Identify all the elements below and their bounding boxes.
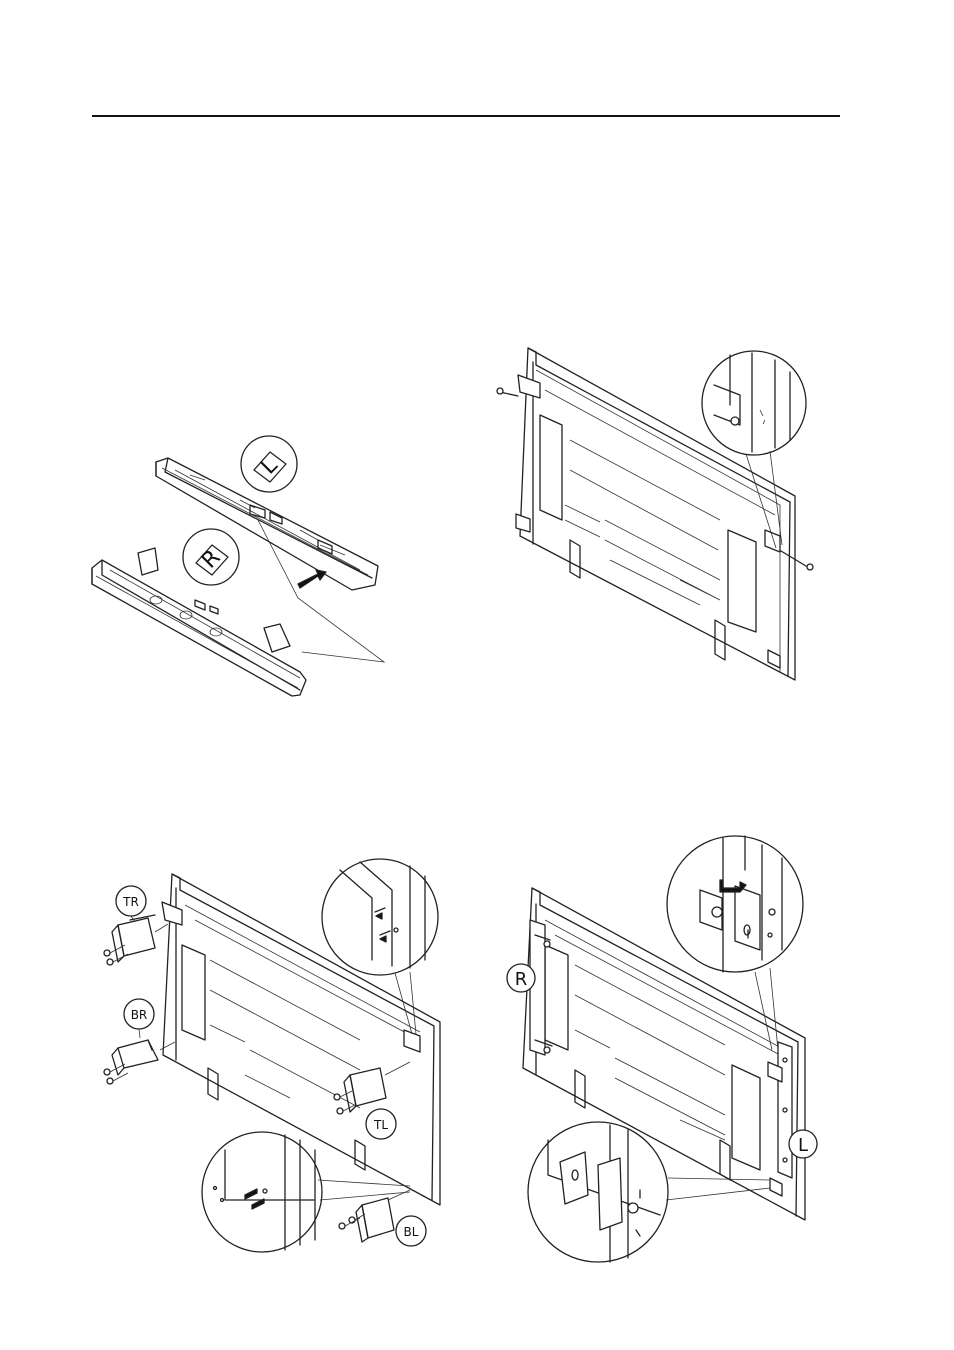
bracket-bl: BL [339,1190,426,1246]
figure-brackets: TR BR TL BL [104,859,440,1252]
label-l-callout: L [789,1130,817,1158]
figure-display-back [497,348,813,680]
label-bl: BL [404,1225,419,1239]
label-l-mounted: L [798,1135,808,1156]
label-r-callout: R [507,964,535,992]
callout-r: R [183,529,239,585]
label-br: BR [131,1008,148,1022]
figure-stand-bars: L R [92,436,384,696]
label-r-mounted: R [515,969,528,990]
label-tl: TL [373,1118,388,1132]
label-tr: TR [122,895,139,909]
figure-mounted: R L [507,836,817,1262]
callout-l: L [241,436,297,492]
bracket-tr: TR [104,886,168,965]
